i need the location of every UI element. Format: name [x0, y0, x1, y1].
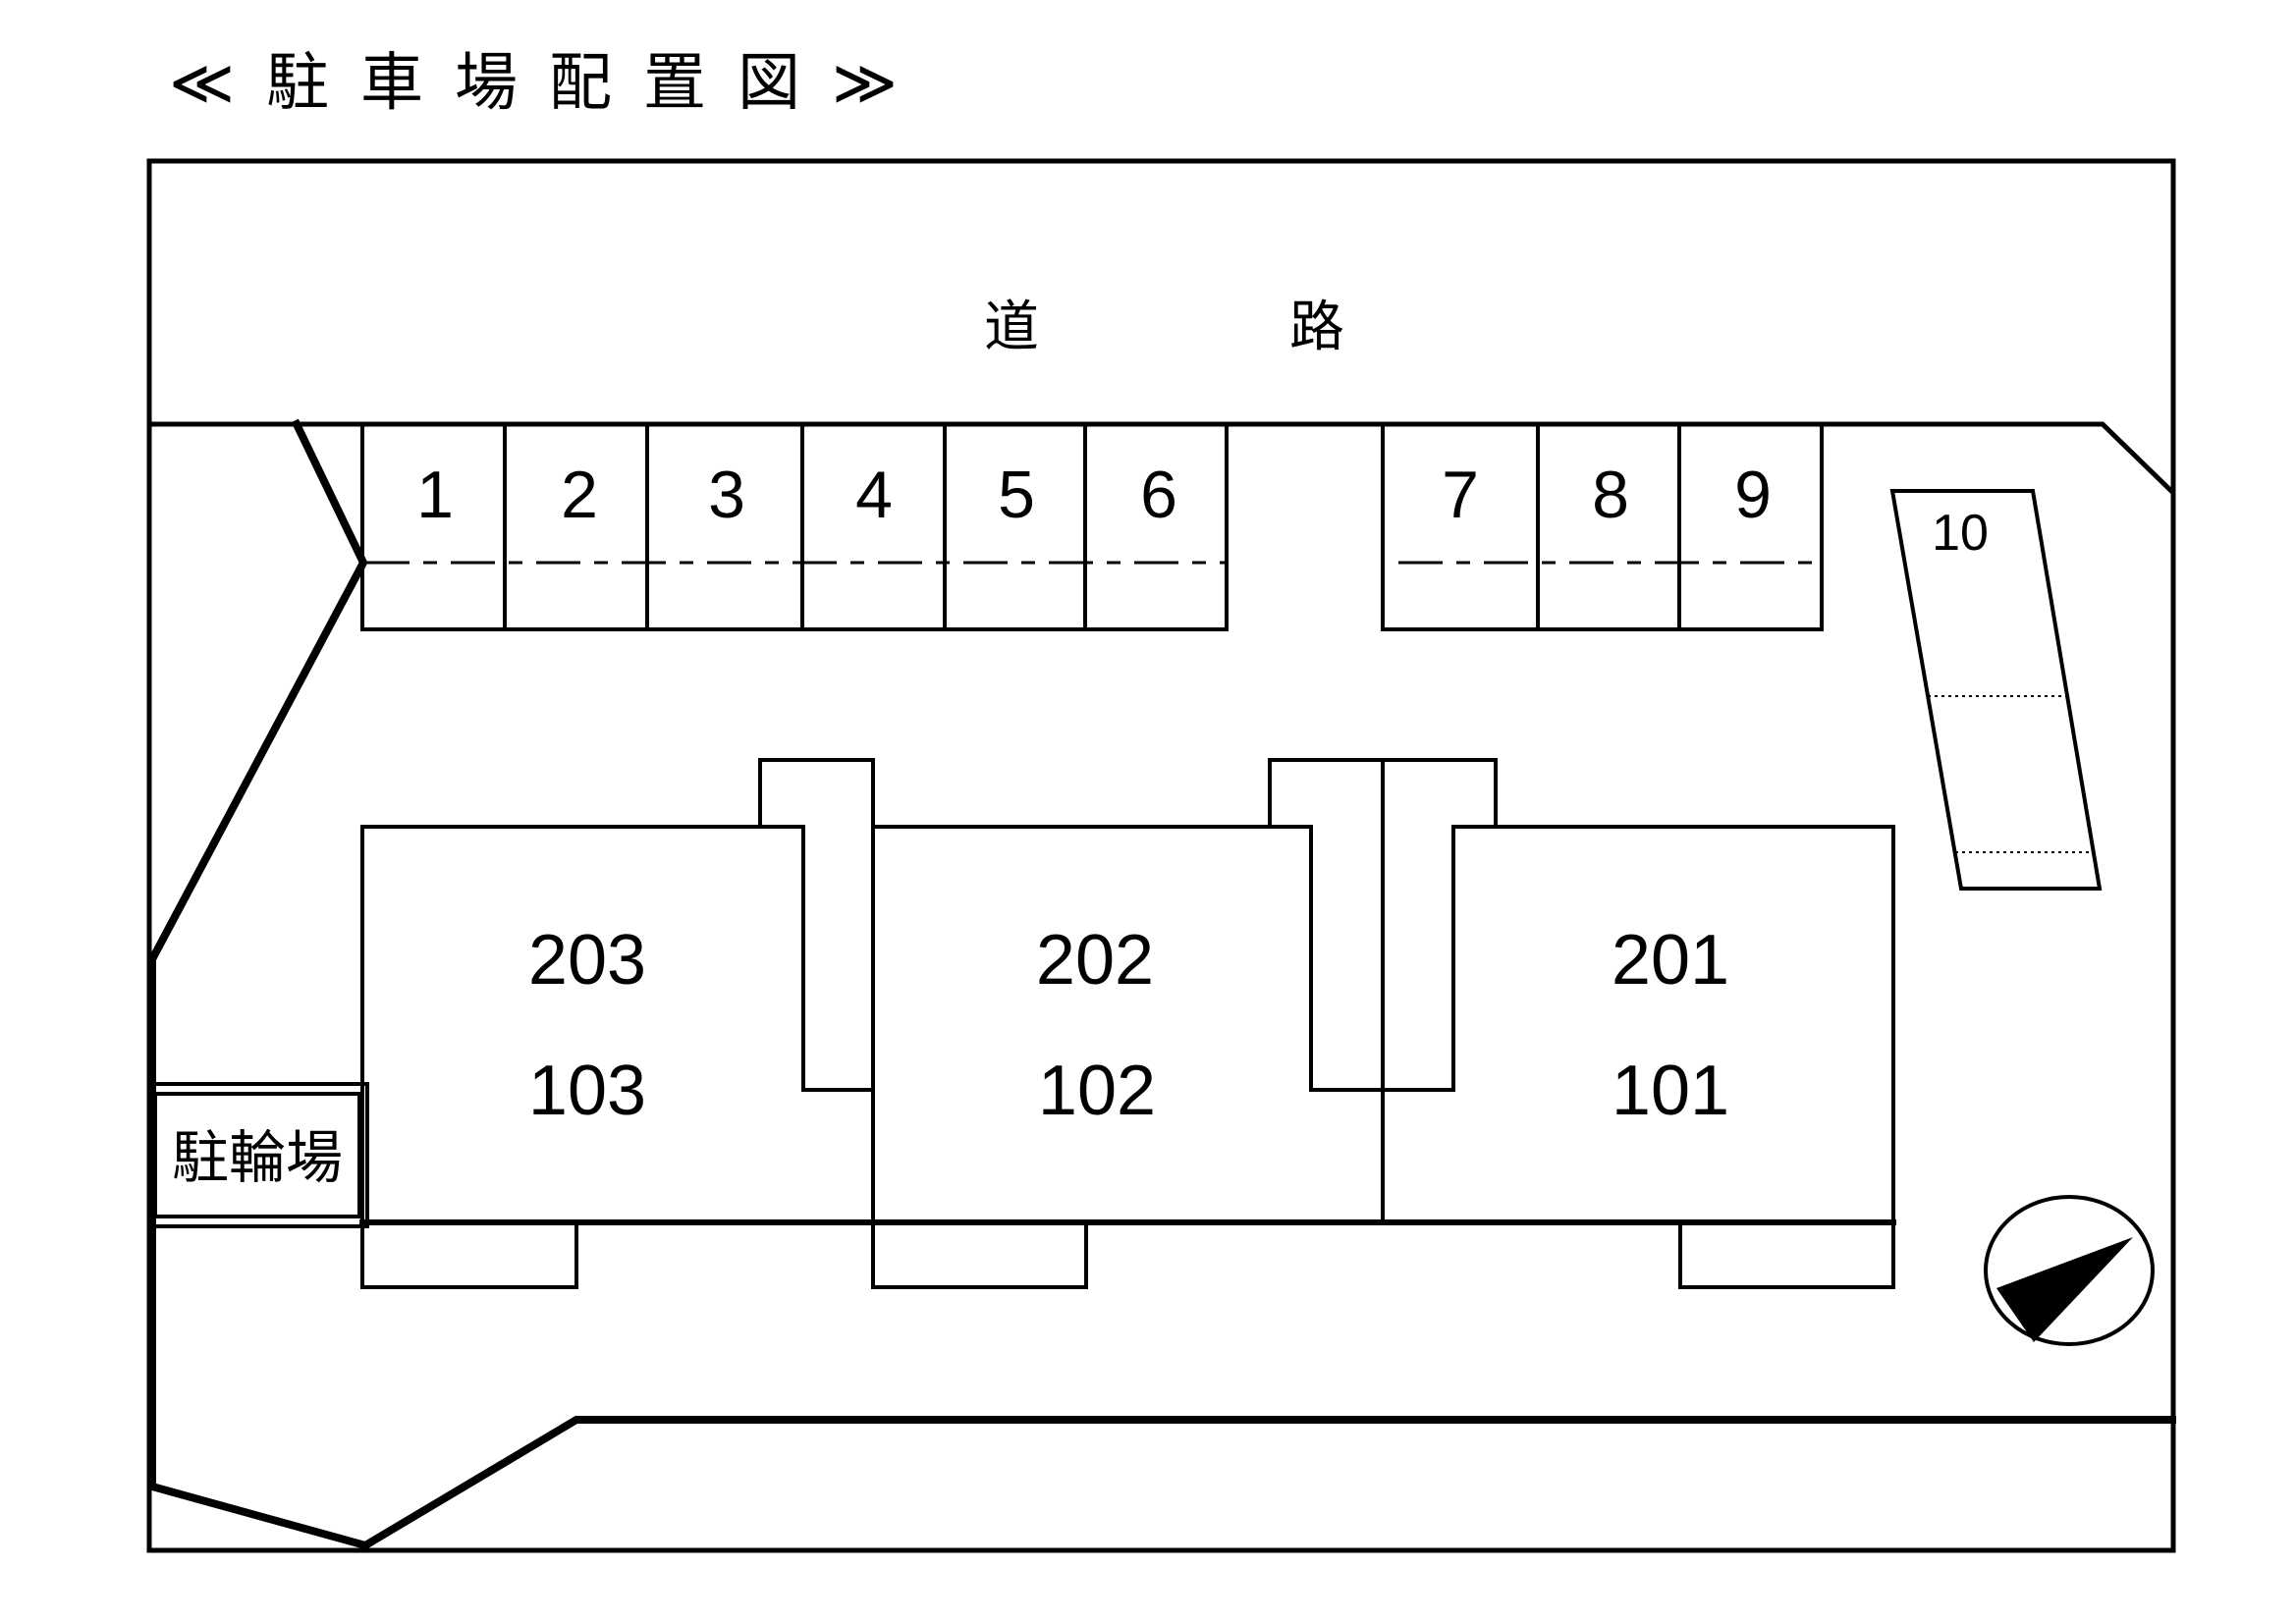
- unit-label-lower: 102: [1038, 1052, 1156, 1130]
- entrance-boundary-line: [146, 418, 368, 965]
- compass-pointer: [1996, 1237, 2133, 1342]
- bottom-boundary-wall: [147, 1416, 2176, 1550]
- stairway-west: [758, 758, 875, 1289]
- parking-space-label: 6: [1140, 458, 1177, 532]
- parking-space-label: 1: [416, 458, 454, 532]
- bicycle-parking-outer-border: [147, 1082, 369, 1228]
- balcony-101: [1678, 1220, 1895, 1289]
- road-label-char-2: 路: [1289, 296, 1344, 359]
- parking-space-10: [1889, 489, 2103, 891]
- parking-space-9: [1677, 422, 1824, 631]
- parking-space-label: 5: [998, 458, 1035, 532]
- unit-label-upper: 202: [1036, 921, 1154, 1000]
- apartment-building: [359, 758, 1896, 1289]
- parking-space-6: [1083, 422, 1229, 631]
- parking-space-label: 2: [561, 458, 598, 532]
- balcony-103: [360, 1220, 578, 1289]
- parking-space-label: 9: [1734, 458, 1772, 532]
- parking-space-label: 4: [855, 458, 893, 532]
- compass-circle: [1984, 1195, 2155, 1346]
- unit-block-center-east: [871, 825, 1895, 1289]
- unit-label-upper: 203: [528, 921, 646, 1000]
- north-arrow-icon: [1984, 1195, 2155, 1346]
- parking-space-label: 3: [708, 458, 745, 532]
- page-title: ≪駐車場配置図≫: [169, 47, 929, 120]
- bicycle-parking-label: 駐輪場: [172, 1124, 343, 1191]
- balcony-102: [871, 1220, 1088, 1289]
- bicycle-parking-inner-border: [153, 1092, 361, 1218]
- road-label-char-1: 道: [984, 296, 1039, 359]
- bicycle-parking: 駐輪場: [147, 1082, 369, 1228]
- parking-space-label: 8: [1592, 458, 1629, 532]
- parking-row-east: [1381, 422, 1824, 631]
- site-boundary: [146, 158, 2176, 1553]
- unit-label-upper: 201: [1612, 921, 1729, 1000]
- parking-row-west: [360, 422, 1229, 631]
- unit-block-west: [360, 825, 875, 1289]
- parking-space-label: 10: [1932, 505, 1989, 562]
- unit-label-lower: 103: [528, 1052, 646, 1130]
- parking-space-label: 7: [1442, 458, 1479, 532]
- unit-label-lower: 101: [1612, 1052, 1729, 1130]
